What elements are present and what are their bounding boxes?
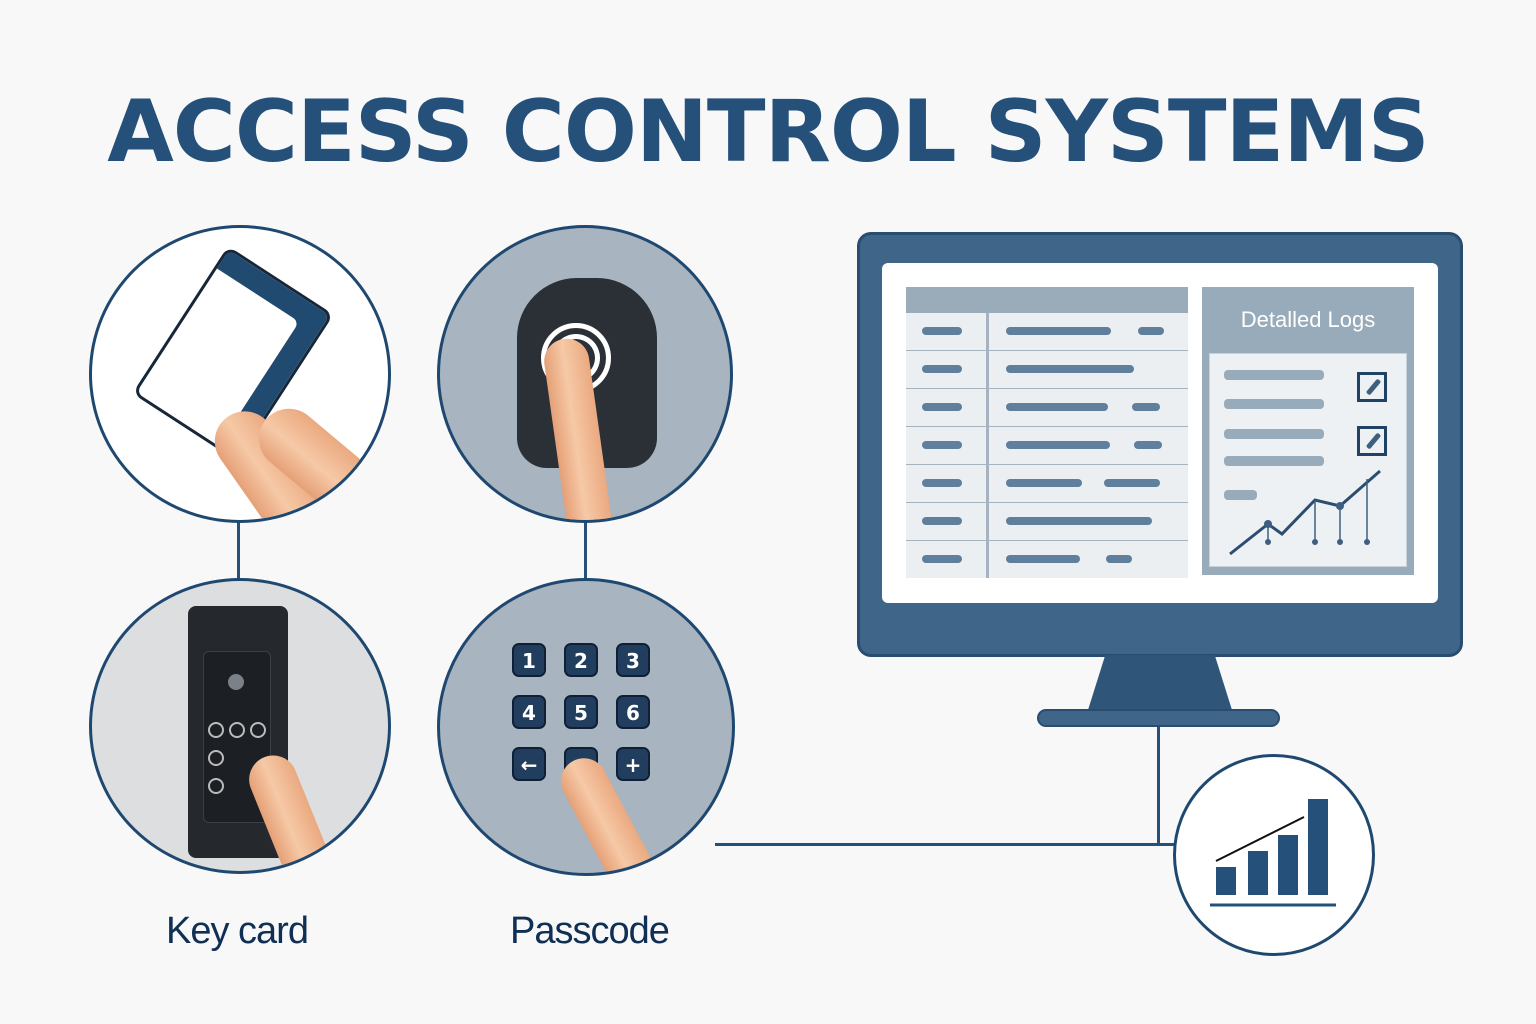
table-row <box>906 313 1188 351</box>
checkbox-icon <box>1357 426 1387 456</box>
analytics-circle <box>1173 754 1375 956</box>
connector-line <box>1157 725 1160 845</box>
keycard-circle <box>89 225 391 523</box>
fingerprint-circle <box>437 225 733 523</box>
table-row <box>906 389 1188 427</box>
keypad-key[interactable]: ← <box>512 747 546 781</box>
connector-line <box>237 520 240 580</box>
table-row <box>906 427 1188 465</box>
keypad-key[interactable]: 3 <box>616 643 650 677</box>
passcode-label: Passcode <box>510 910 670 952</box>
log-table-header <box>906 287 1188 313</box>
passcode-circle: 1 2 3 4 5 6 ← + <box>437 578 735 876</box>
monitor-stand <box>1037 709 1280 727</box>
table-row <box>906 541 1188 578</box>
connector-line <box>584 520 587 580</box>
table-row <box>906 351 1188 389</box>
keypad-reader-circle <box>89 578 391 874</box>
keypad-key[interactable]: 5 <box>564 695 598 729</box>
finger-icon <box>552 750 674 873</box>
connector-line <box>715 843 1175 846</box>
keypad-key[interactable]: 1 <box>512 643 546 677</box>
monitor-neck <box>1088 655 1232 710</box>
page-title: ACCESS CONTROL SYSTEMS <box>107 82 1430 182</box>
keycard-label: Key card <box>166 910 309 952</box>
checkbox-icon <box>1357 372 1387 402</box>
table-row <box>906 503 1188 541</box>
keypad-key[interactable]: 6 <box>616 695 650 729</box>
keypad-key[interactable]: 4 <box>512 695 546 729</box>
keypad-key[interactable]: 2 <box>564 643 598 677</box>
monitor-icon: Detalled Logs <box>857 232 1463 657</box>
bar-chart-growth-icon <box>1210 799 1336 907</box>
line-chart-icon <box>1229 469 1381 556</box>
monitor-screen: Detalled Logs <box>882 263 1438 603</box>
logs-panel-title: Detalled Logs <box>1240 307 1376 332</box>
detailed-logs-panel: Detalled Logs <box>1202 287 1414 575</box>
logs-content <box>1209 353 1407 567</box>
table-row <box>906 465 1188 503</box>
log-table <box>906 287 1188 578</box>
keypad-key[interactable]: + <box>616 747 650 781</box>
